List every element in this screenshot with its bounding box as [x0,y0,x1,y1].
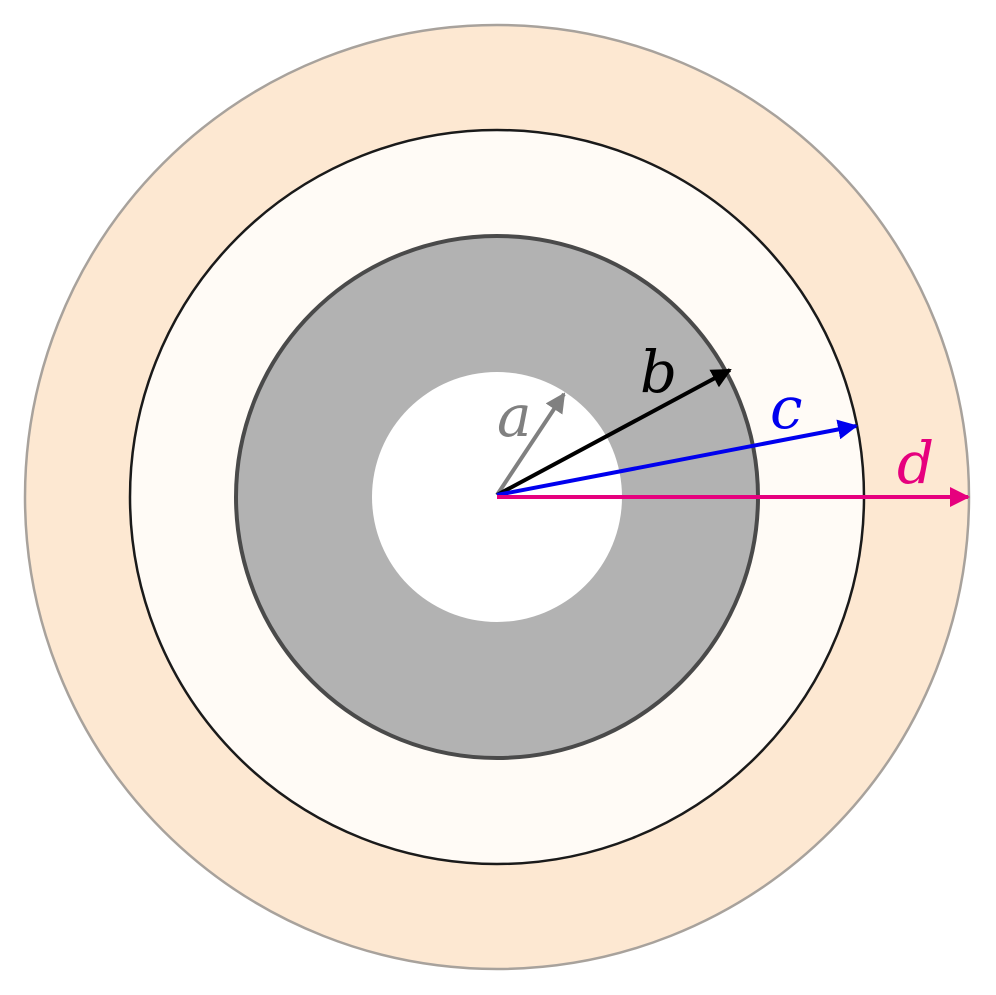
radius-a-label: a [497,382,532,450]
radius-c-label: c [770,374,802,442]
radius-c-arrow [496,419,858,497]
radius-b-arrow [496,368,732,497]
radius-b-label: b [640,338,677,406]
radius-d-label: d [897,429,934,497]
radius-a-arrow [495,392,566,497]
